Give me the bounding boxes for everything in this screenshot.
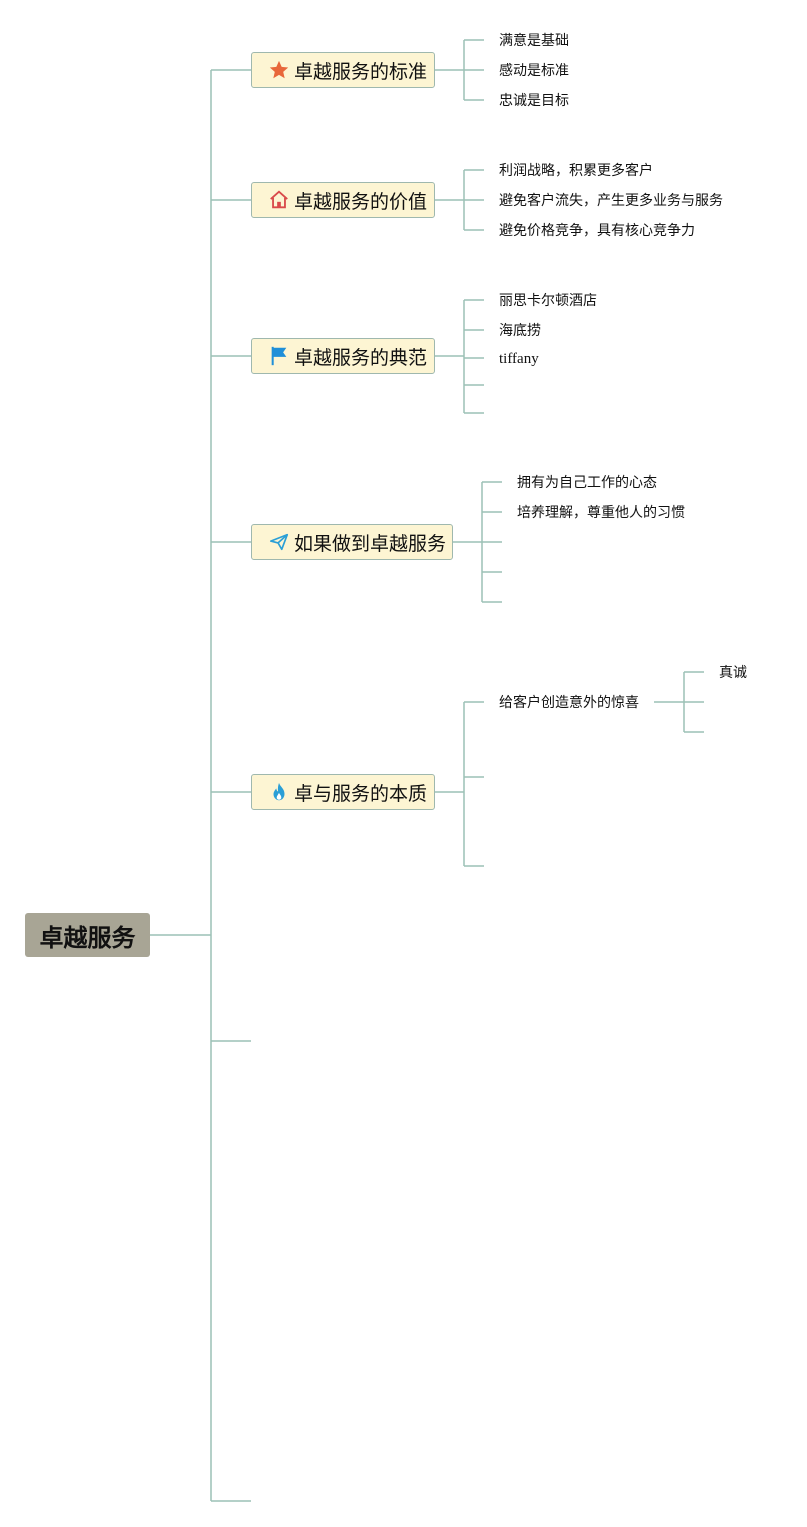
subtopic-item[interactable]: 避免客户流失，产生更多业务与服务 bbox=[499, 193, 723, 209]
subtopic-item[interactable]: tiffany bbox=[499, 351, 539, 367]
subtopic-item[interactable]: 海底捞 bbox=[499, 323, 541, 339]
branch-topic-how[interactable]: 如果做到卓越服务 bbox=[251, 524, 453, 560]
branch-topic-model[interactable]: 卓越服务的典范 bbox=[251, 338, 435, 374]
star-icon bbox=[268, 59, 290, 81]
flag-icon bbox=[268, 345, 290, 367]
house-icon bbox=[268, 189, 290, 211]
branch-topic-label: 卓越服务的典范 bbox=[294, 346, 428, 369]
subtopic-item[interactable]: 感动是标准 bbox=[499, 63, 569, 79]
branch-topic-label: 卓越服务的价值 bbox=[294, 190, 428, 213]
branch-topic-label: 卓与服务的本质 bbox=[294, 782, 428, 805]
branch-topic-standard[interactable]: 卓越服务的标准 bbox=[251, 52, 435, 88]
subtopic-item[interactable]: 拥有为自己工作的心态 bbox=[517, 475, 657, 491]
paper-plane-icon bbox=[268, 531, 290, 553]
subtopic-item[interactable]: 满意是基础 bbox=[499, 33, 569, 49]
branch-topic-label: 如果做到卓越服务 bbox=[294, 532, 447, 555]
subtopic-item[interactable]: 给客户创造意外的惊喜 bbox=[499, 695, 639, 711]
branch-topic-essence[interactable]: 卓与服务的本质 bbox=[251, 774, 435, 810]
flame-icon bbox=[268, 781, 290, 803]
subtopic-item[interactable]: 忠诚是目标 bbox=[499, 93, 569, 109]
branch-topic-label: 卓越服务的标准 bbox=[294, 60, 428, 83]
branch-topic-value[interactable]: 卓越服务的价值 bbox=[251, 182, 435, 218]
subtopic-item[interactable]: 培养理解，尊重他人的习惯 bbox=[517, 505, 685, 521]
subtopic-item[interactable]: 丽思卡尔顿酒店 bbox=[499, 293, 597, 309]
subtopic-item[interactable]: 避免价格竞争，具有核心竞争力 bbox=[499, 223, 695, 239]
root-topic-label: 卓越服务 bbox=[39, 923, 136, 952]
subtopic-item[interactable]: 利润战略，积累更多客户 bbox=[499, 163, 653, 179]
root-topic[interactable]: 卓越服务 bbox=[25, 913, 150, 957]
subtopic-item[interactable]: 真诚 bbox=[719, 665, 747, 681]
